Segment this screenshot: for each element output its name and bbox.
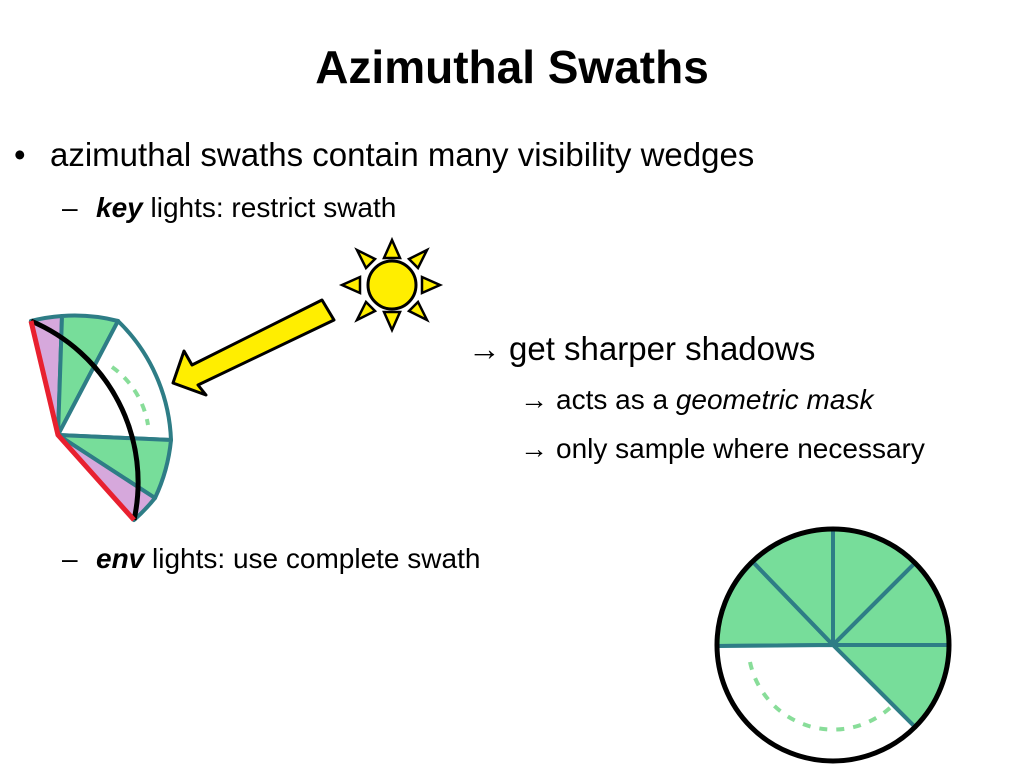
sun-ray [406, 299, 430, 323]
callout-sub2: → only sample where necessary [520, 433, 925, 465]
swath-arc-outline [30, 318, 141, 521]
callout-sub1-italic: geometric mask [675, 384, 874, 415]
sun-ray [354, 247, 378, 271]
sun-ray [354, 299, 378, 323]
bullet-symbol: • [14, 136, 26, 173]
bullet-main: • azimuthal swaths contain many visibilit… [14, 136, 754, 174]
callout-main-text: get sharper shadows [509, 330, 816, 367]
swath-circle-outline [714, 526, 952, 764]
callout-sub1-text: acts as a [556, 384, 676, 415]
dashed-sample-arc [748, 661, 895, 732]
light-direction-arrow-icon [171, 298, 336, 397]
arrow-right-icon: → [520, 384, 548, 415]
sun-ray [420, 275, 444, 295]
slide-title: Azimuthal Swaths [315, 41, 709, 93]
arrow-right-icon: → [468, 330, 501, 367]
env-rest: lights: use complete swath [144, 543, 481, 574]
complete-swath [714, 526, 952, 764]
sub-bullet-key: –key lights: restrict swath [62, 192, 396, 224]
dash-symbol: – [62, 192, 78, 223]
key-term: key [96, 192, 143, 223]
swath-boundary [28, 320, 136, 522]
bullet-main-text: azimuthal swaths contain many visibility… [50, 136, 755, 173]
sun-ray [338, 275, 362, 295]
callout-sub2-text: only sample where necessary [556, 433, 925, 464]
restricted-swath [28, 313, 173, 522]
callout-sub1: → acts as a geometric mask [520, 384, 873, 416]
key-rest: lights: restrict swath [142, 192, 397, 223]
dashed-sample-arc [110, 365, 150, 426]
arrow-right-icon: → [520, 433, 548, 464]
sun-icon [338, 236, 444, 334]
dash-symbol: – [62, 543, 78, 574]
callout-main: →get sharper shadows [468, 330, 815, 368]
sun-ray [382, 236, 402, 260]
sun-disc [366, 259, 418, 311]
sun-ray [382, 310, 402, 334]
sun-ray [406, 247, 430, 271]
sub-bullet-env: –env lights: use complete swath [62, 543, 480, 575]
env-term: env [96, 543, 145, 574]
